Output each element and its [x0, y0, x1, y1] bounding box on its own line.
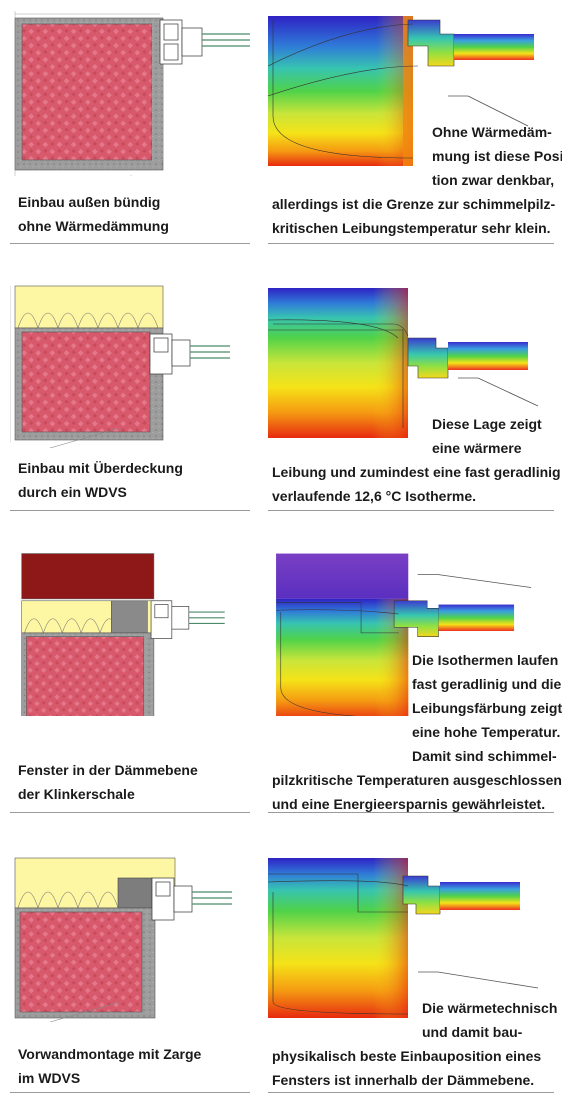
caption-right-3: Die Isothermen laufen fast geradlinig un… — [272, 648, 562, 816]
caption-right-line: physikalisch beste Einbauposition eines — [272, 1048, 542, 1064]
caption-right-line: allerdings ist die Grenze zur schimmelpi… — [272, 196, 556, 212]
caption-right-line: verlaufende 12,6 °C Isotherme. — [272, 488, 477, 504]
row-4: Vorwandmontage mit Zarge im WDVS Die wär… — [0, 846, 562, 1118]
caption-right-1: Ohne Wärmedäm- mung ist diese Posi- tion… — [272, 120, 562, 240]
divider — [268, 243, 554, 244]
thermal-simulation-1 — [268, 16, 534, 166]
caption-left-line: Einbau außen bündig — [18, 194, 161, 210]
caption-right-line: Leibungsfärbung zeigt — [412, 700, 562, 716]
caption-left-line: der Klinkerschale — [18, 786, 135, 802]
caption-right-line: tion zwar denkbar, — [432, 172, 555, 188]
caption-left-line: Vorwandmontage mit Zarge — [18, 1046, 202, 1062]
caption-right-line: und damit bau- — [422, 1024, 523, 1040]
divider — [268, 812, 554, 813]
row-1: Einbau außen bündig ohne Wärmedämmung Oh… — [0, 0, 562, 272]
caption-left-line: im WDVS — [18, 1070, 81, 1086]
section-drawing-1 — [14, 11, 250, 176]
caption-left-4: Vorwandmontage mit Zarge im WDVS — [18, 1042, 248, 1090]
window-frame-1 — [159, 19, 203, 65]
caption-right-line: pilzkritische Temperaturen ausgeschlosse… — [272, 772, 562, 788]
caption-right-line: Leibung und zumindest eine fast geradlin… — [272, 464, 561, 480]
caption-right-line: kritischen Leibungstemperatur sehr klein… — [272, 220, 551, 236]
row-2: Einbau mit Überdeckung durch ein WDVS Di… — [0, 272, 562, 544]
caption-right-line: Fensters ist innerhalb der Dämmebene. — [272, 1072, 535, 1088]
caption-left-line: Fenster in der Dämmebene — [18, 762, 198, 778]
caption-right-4: Die wärmetechnisch und damit bau- physik… — [272, 996, 557, 1092]
glazing-1 — [202, 33, 250, 47]
caption-right-line: eine hohe Temperatur. — [412, 724, 561, 740]
divider — [10, 510, 250, 511]
caption-right-line: Damit sind schimmel- — [412, 748, 557, 764]
section-drawing-4 — [14, 857, 232, 1022]
divider — [10, 812, 250, 813]
caption-left-1: Einbau außen bündig ohne Wärmedämmung — [18, 190, 248, 238]
thermal-simulation-4 — [268, 858, 539, 1018]
caption-right-line: fast geradlinig und die — [412, 676, 562, 692]
caption-left-line: Einbau mit Überdeckung — [18, 460, 183, 476]
caption-right-line: und eine Energieersparnis gewährleistet. — [272, 796, 546, 812]
divider — [268, 510, 554, 511]
thermal-simulation-3 — [276, 553, 532, 716]
caption-right-line: Ohne Wärmedäm- — [432, 124, 552, 140]
caption-left-2: Einbau mit Überdeckung durch ein WDVS — [18, 456, 248, 504]
row-3: Fenster in der Dämmebene der Klinkerscha… — [0, 540, 562, 813]
divider — [10, 243, 250, 244]
caption-left-line: ohne Wärmedämmung — [18, 218, 169, 234]
caption-right-line: mung ist diese Posi- — [432, 148, 562, 164]
caption-left-line: durch ein WDVS — [18, 484, 127, 500]
caption-right-line: eine wärmere — [432, 440, 522, 456]
divider — [268, 1092, 554, 1093]
section-drawing-2 — [10, 285, 230, 448]
section-drawing-3 — [21, 553, 225, 716]
caption-left-3: Fenster in der Dämmebene der Klinkerscha… — [18, 758, 248, 806]
caption-right-line: Diese Lage zeigt — [432, 416, 542, 432]
divider — [10, 1092, 250, 1093]
caption-right-line: Die wärmetechnisch — [422, 1000, 558, 1016]
thermal-simulation-2 — [268, 288, 539, 438]
caption-right-2: Diese Lage zeigt eine wärmere Leibung un… — [272, 412, 561, 508]
caption-right-line: Die Isothermen laufen — [412, 652, 559, 668]
